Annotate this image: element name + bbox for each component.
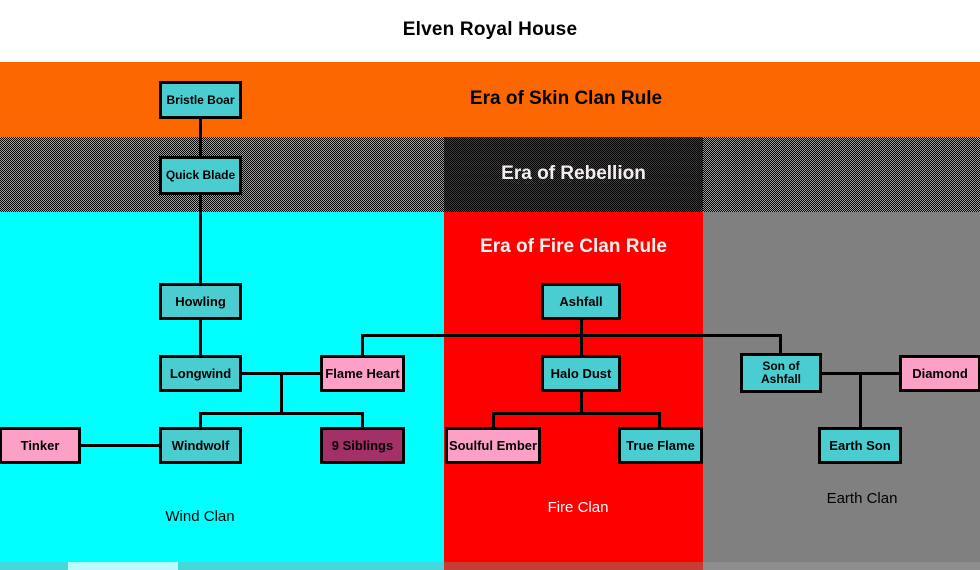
connector-ashfall-sibling-bar	[361, 334, 782, 337]
connector-marriage-drop-wind	[280, 372, 283, 414]
connector-quick-blade-to-howling	[199, 194, 202, 283]
clan-label-fire: Fire Clan	[547, 499, 609, 516]
transition-band-fire	[444, 137, 703, 212]
person-node-tinker[interactable]: Tinker	[0, 427, 81, 464]
connector-wind-children-bar	[199, 412, 364, 415]
title-bar	[0, 0, 980, 62]
era-label-skin-clan-rule-text: Era of Skin Clan Rule	[469, 88, 663, 109]
person-label-tinker: Tinker	[20, 437, 60, 453]
person-node-diamond[interactable]: Diamond	[899, 355, 980, 392]
transition-band-earth	[703, 137, 980, 212]
person-node-nine-siblings[interactable]: 9 Siblings	[320, 427, 405, 464]
person-label-nine-siblings: 9 Siblings	[331, 437, 394, 453]
era-label-fire-clan-rule: Era of Fire Clan Rule	[480, 236, 667, 257]
person-node-windwolf[interactable]: Windwolf	[159, 427, 242, 464]
person-node-son-of-ashfall[interactable]: Son of Ashfall	[740, 353, 822, 393]
person-label-true-flame: True Flame	[626, 437, 695, 453]
connector-bar-to-nine-siblings	[361, 412, 364, 428]
clan-label-earth: Earth Clan	[826, 490, 898, 507]
connector-bar-to-windwolf	[199, 412, 202, 428]
bottom-strip-fire	[444, 562, 703, 570]
person-node-soulful-ember[interactable]: Soulful Ember	[445, 427, 541, 464]
person-label-diamond: Diamond	[912, 365, 968, 381]
connector-tinker-windwolf-marriage	[80, 444, 161, 447]
person-label-flame-heart: Flame Heart	[325, 365, 400, 381]
person-node-earth-son[interactable]: Earth Son	[818, 427, 902, 464]
connector-fire-children-bar	[492, 412, 661, 415]
bottom-scroll-strip[interactable]	[0, 562, 980, 570]
connector-halodust-stem	[580, 391, 583, 414]
connector-bar-to-soulful-ember	[492, 412, 495, 428]
person-label-howling: Howling	[175, 293, 226, 309]
person-node-halo-dust[interactable]: Halo Dust	[541, 355, 621, 392]
bottom-strip-thumb[interactable]	[68, 562, 178, 570]
era-label-rebellion: Era of Rebellion	[501, 163, 646, 184]
person-label-halo-dust: Halo Dust	[550, 365, 612, 381]
person-label-longwind: Longwind	[169, 365, 232, 381]
person-node-longwind[interactable]: Longwind	[159, 355, 242, 392]
person-node-quick-blade[interactable]: Quick Blade	[159, 156, 242, 195]
connector-earth-marriage-drop	[859, 372, 862, 428]
connector-bristle-boar-to-quick-blade	[199, 118, 202, 157]
connector-bar-to-son-of-ashfall	[779, 334, 782, 355]
connector-bar-to-flame-heart	[361, 334, 364, 355]
person-label-son-of-ashfall: Son of Ashfall	[760, 359, 801, 386]
person-label-windwolf: Windwolf	[171, 437, 230, 453]
person-node-true-flame[interactable]: True Flame	[618, 427, 703, 464]
person-label-bristle-boar: Bristle Boar	[166, 92, 235, 107]
clan-label-wind: Wind Clan	[165, 508, 235, 525]
connector-bar-to-true-flame	[658, 412, 661, 428]
person-node-howling[interactable]: Howling	[159, 283, 242, 320]
person-label-ashfall: Ashfall	[559, 293, 603, 309]
page-title: Elven Royal House	[402, 19, 578, 40]
person-node-ashfall[interactable]: Ashfall	[541, 283, 621, 320]
bottom-strip-earth	[703, 562, 980, 570]
bottom-strip-wind	[0, 562, 444, 570]
person-node-flame-heart[interactable]: Flame Heart	[320, 355, 405, 392]
person-label-earth-son: Earth Son	[829, 437, 891, 453]
person-label-quick-blade: Quick Blade	[165, 168, 236, 183]
era-label-skin-clan-rule: Era of Skin Clan Rule	[0, 88, 980, 110]
connector-ashfall-stem	[580, 319, 583, 337]
connector-howling-to-longwind	[199, 319, 202, 355]
person-node-bristle-boar[interactable]: Bristle Boar	[159, 81, 242, 119]
connector-bar-to-halo-dust	[580, 334, 583, 355]
person-label-soulful-ember: Soulful Ember	[448, 437, 538, 453]
